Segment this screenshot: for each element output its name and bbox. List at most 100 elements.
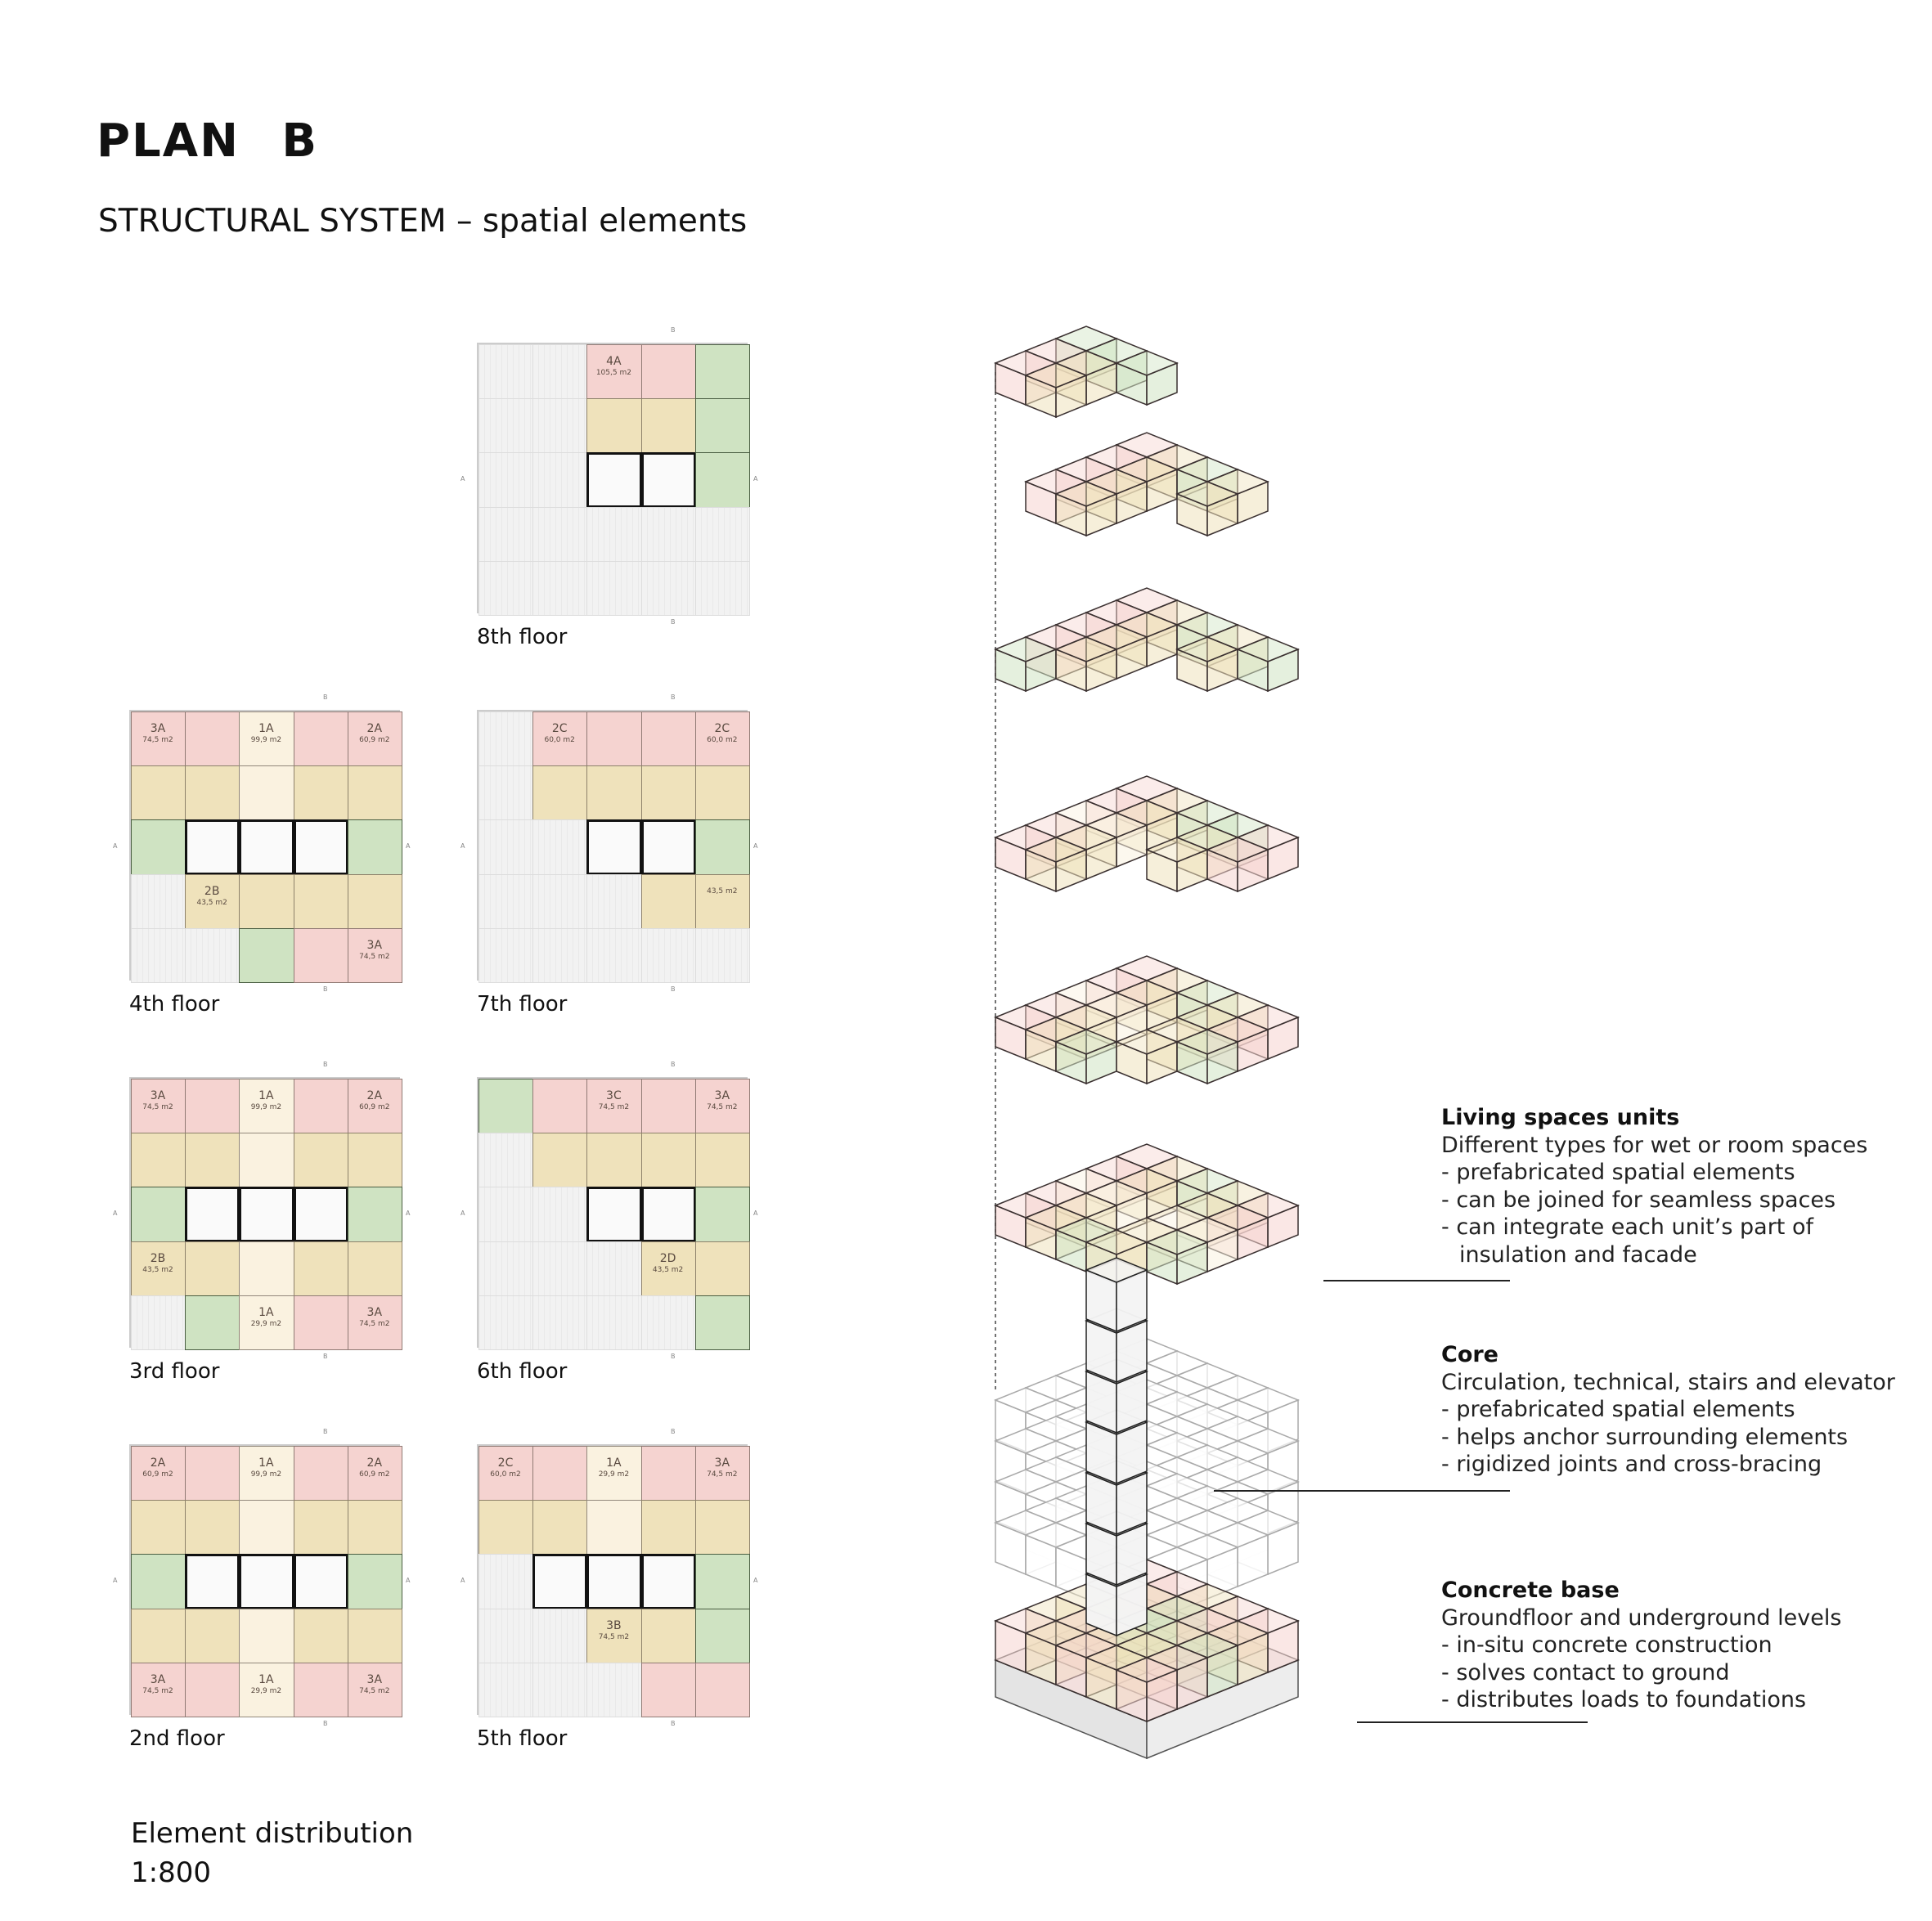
unit-cell	[694, 1241, 750, 1296]
inactive-cell	[532, 506, 588, 562]
section-mark: A	[461, 1210, 465, 1217]
unit-cell	[586, 765, 642, 821]
unit-cell	[586, 1500, 642, 1555]
unit-code: 3A	[150, 1089, 166, 1102]
unit-cell	[479, 1446, 534, 1501]
unit-cell	[131, 1446, 186, 1501]
section-mark: A	[753, 1210, 758, 1217]
floor-label-8th: 8th floor	[477, 625, 568, 649]
unit-cell	[131, 1079, 186, 1134]
unit-cell	[185, 1500, 240, 1555]
note-core: Core Circulation, technical, stairs and …	[1441, 1341, 1895, 1479]
note-bullet: - can be joined for seamless spaces	[1441, 1187, 1836, 1213]
core-cell	[640, 1554, 696, 1609]
section-mark: A	[753, 842, 758, 850]
inactive-cell	[479, 873, 534, 929]
core-element-top	[1085, 1257, 1148, 1283]
unit-cell	[532, 765, 588, 821]
note-bullet: - distributes loads to foundations	[1441, 1687, 1807, 1712]
unit-cell	[532, 711, 588, 767]
inactive-cell	[479, 506, 534, 562]
core-cell	[293, 819, 348, 875]
unit-area: 74,5 m2	[359, 1319, 390, 1328]
floor-label-2nd: 2nd floor	[129, 1726, 225, 1751]
inactive-cell	[131, 1295, 186, 1350]
section-mark: B	[671, 1720, 676, 1727]
section-mark: B	[323, 1428, 328, 1435]
unit-code: 2B	[150, 1251, 166, 1265]
unit-code: 2D	[659, 1251, 676, 1265]
inactive-cell	[479, 560, 534, 616]
unit-cell	[347, 1500, 402, 1555]
unit-code: 2A	[366, 722, 383, 735]
inactive-cell	[479, 765, 534, 821]
unit-area: 29,9 m2	[598, 1470, 630, 1479]
unit-cell	[347, 1446, 402, 1501]
unit-cell	[239, 1446, 294, 1501]
note-concrete-base: Concrete base Groundfloor and undergroun…	[1441, 1577, 1841, 1714]
section-mark: B	[671, 693, 676, 701]
floor-label-3rd: 3rd floor	[129, 1359, 220, 1384]
section-mark: B	[671, 618, 676, 626]
core-cell	[640, 1187, 696, 1242]
unit-cell	[694, 711, 750, 767]
unit-cell	[131, 711, 186, 767]
inactive-cell	[586, 1295, 642, 1350]
axon-layer-5th-element-top	[1206, 837, 1269, 863]
unit-code: 2C	[714, 722, 730, 735]
section-mark: B	[671, 326, 676, 334]
floor-label-7th: 7th floor	[477, 992, 568, 1017]
inactive-cell	[586, 506, 642, 562]
section-mark: B	[671, 1428, 676, 1435]
unit-cell	[347, 1187, 402, 1242]
unit-area: 74,5 m2	[359, 952, 390, 961]
inactive-cell	[532, 873, 588, 929]
unit-cell	[347, 873, 402, 929]
core-cell	[185, 1554, 240, 1609]
core-cell	[640, 819, 696, 875]
unit-code: 1A	[258, 1305, 274, 1319]
section-mark: A	[461, 842, 465, 850]
core-cell	[586, 1187, 642, 1242]
unit-cell	[532, 1079, 588, 1134]
unit-cell	[185, 1608, 240, 1663]
inactive-cell	[532, 344, 588, 400]
unit-area: 29,9 m2	[250, 1319, 282, 1328]
unit-area: 29,9 m2	[250, 1686, 282, 1695]
floor-label-4th: 4th floor	[129, 992, 220, 1017]
unit-cell	[694, 873, 750, 929]
inactive-cell	[532, 560, 588, 616]
unit-code: 3A	[366, 1672, 383, 1686]
axon-layer-5th-element-top	[1024, 837, 1088, 863]
unit-code: 1A	[258, 1089, 274, 1102]
unit-cell	[185, 1241, 240, 1296]
unit-cell	[185, 1662, 240, 1717]
note-bullet: - rigidized joints and cross-bracing	[1441, 1452, 1822, 1477]
unit-area: 99,9 m2	[250, 1470, 282, 1479]
unit-cell	[293, 873, 348, 929]
floor-label-5th: 5th floor	[477, 1726, 568, 1751]
unit-code: 1A	[606, 1456, 622, 1470]
core-cell	[239, 1554, 294, 1609]
inactive-cell	[694, 927, 750, 983]
inactive-cell	[640, 1295, 696, 1350]
unit-cell	[239, 1079, 294, 1134]
note-heading: Core	[1441, 1342, 1498, 1367]
unit-area: 74,5 m2	[142, 1686, 173, 1695]
unit-area: 60,0 m2	[490, 1470, 521, 1479]
unit-cell	[239, 1241, 294, 1296]
note-bullet: - helps anchor surrounding elements	[1441, 1424, 1849, 1450]
inactive-cell	[532, 452, 588, 508]
